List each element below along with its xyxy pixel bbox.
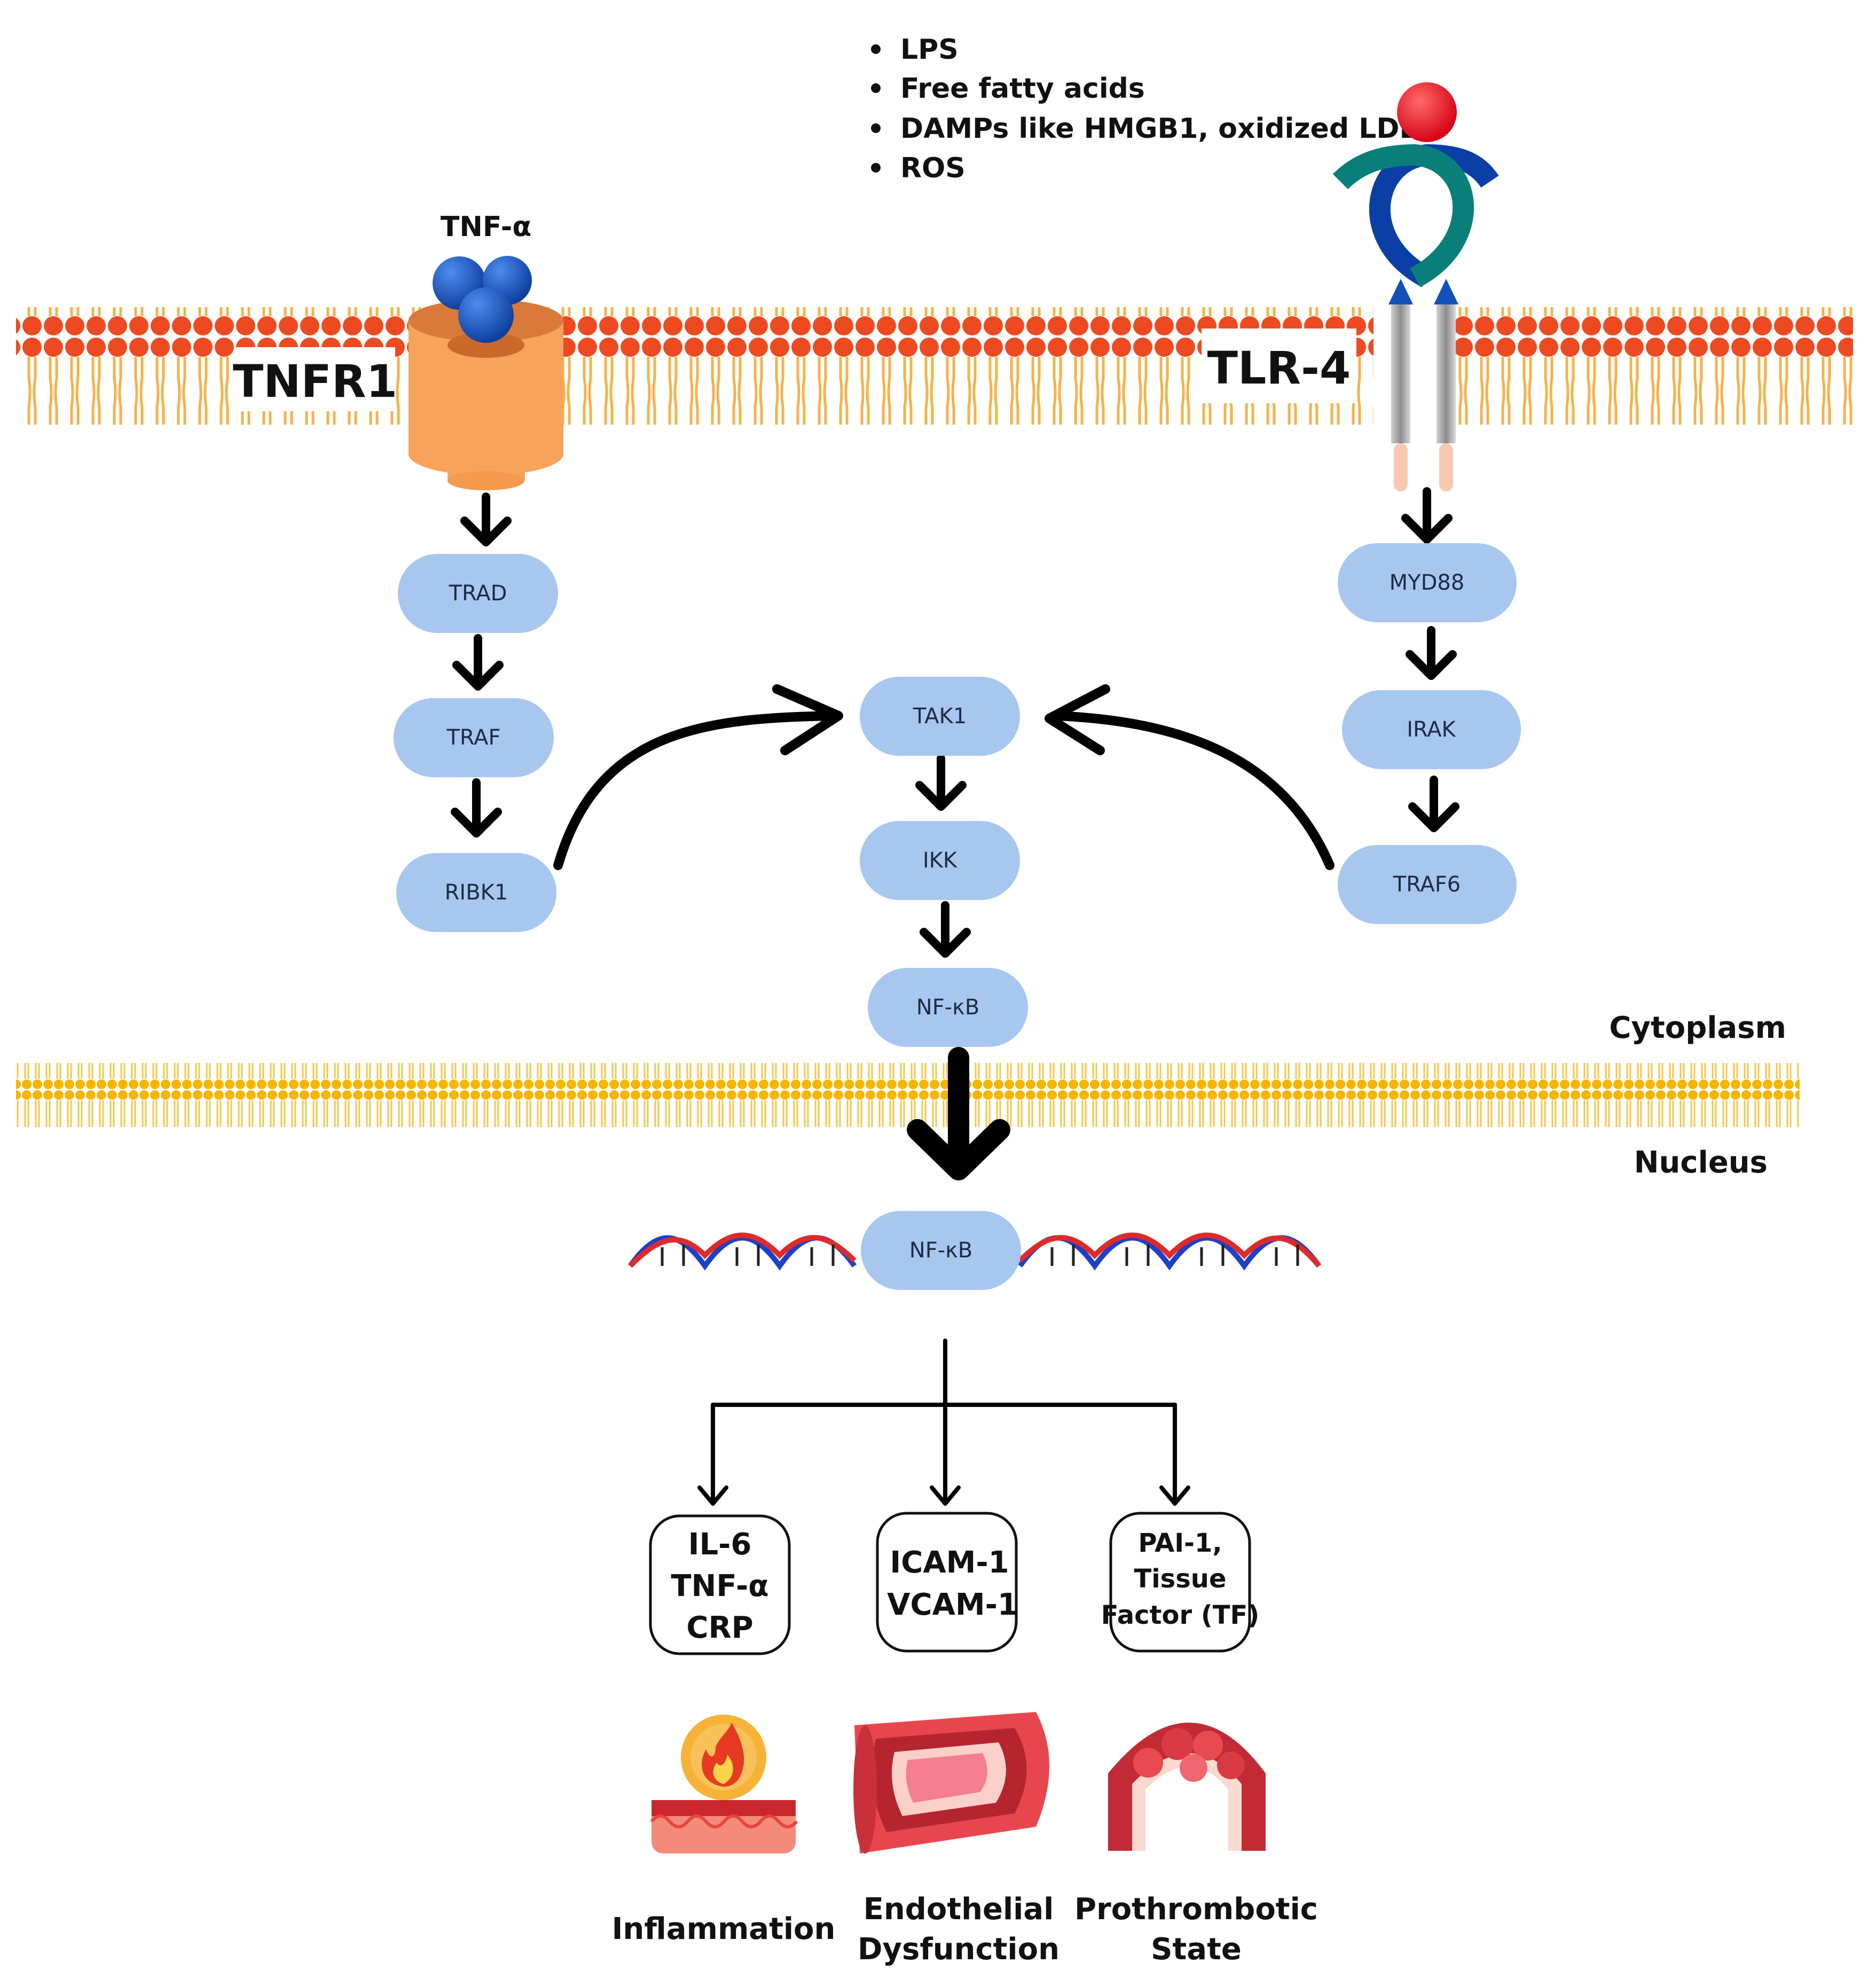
stimuli-list: LPS Free fatty acids DAMPs like HMGB1, o…: [871, 34, 1417, 184]
ribk1-label: RIBK1: [445, 880, 508, 905]
arrow-nuclear-translocation: [907, 1047, 1010, 1180]
arrow-ikk-to-nfkb: [920, 901, 971, 958]
irak-label: IRAK: [1407, 717, 1456, 742]
arrow-trad-to-traf: [452, 634, 504, 691]
tak1-label: TAK1: [913, 704, 967, 729]
pill-nfkb-cytoplasm: NF-κB: [868, 968, 1028, 1047]
gene-il6: IL-6: [688, 1527, 752, 1562]
nuclear-membrane: [16, 1063, 1800, 1127]
tnfr1-receptor: [409, 299, 563, 490]
nfkb-nucleus-label: NF-κB: [909, 1238, 972, 1263]
stimulus-free-fatty-acids: Free fatty acids: [900, 73, 1145, 105]
stimulus-ros: ROS: [900, 152, 966, 184]
branch-connector: [697, 1339, 1190, 1506]
gene-pai1: PAI-1,: [1138, 1528, 1222, 1558]
pill-traf: TRAF: [394, 698, 554, 777]
gene-tissue: Tissue: [1134, 1564, 1226, 1594]
tnf-alpha-label: TNF-α: [441, 211, 531, 243]
myd88-label: MYD88: [1390, 570, 1465, 595]
pill-myd88: MYD88: [1338, 543, 1517, 622]
arrow-ribk1-to-tak1: [553, 684, 843, 870]
gene-vcam1: VCAM-1: [887, 1587, 1018, 1622]
pill-ribk1: RIBK1: [396, 853, 556, 932]
outcome-prothrombotic: Prothrombotic: [1074, 1892, 1318, 1927]
arrow-traf6-to-tak1: [1045, 684, 1335, 870]
stimulus-lps: LPS: [900, 34, 959, 66]
arrow-tnfr1-to-trad: [460, 492, 512, 546]
tlr4-label-box: [1202, 328, 1356, 403]
bullet-icon: [871, 44, 881, 54]
arrow-tak1-to-ikk: [915, 754, 967, 811]
bullet-icon: [871, 163, 881, 173]
arrow-tlr4-to-myd88: [1401, 487, 1453, 544]
outcome-dysfunction: Dysfunction: [858, 1932, 1059, 1967]
endothelial-dysfunction-icon: [853, 1712, 1049, 1853]
ikk-label: IKK: [923, 848, 958, 873]
tnfr1-label-box: [235, 347, 395, 411]
traf-label: TRAF: [446, 725, 501, 750]
gene-tissue-factor: Factor (TF): [1101, 1600, 1260, 1630]
cytoplasm-label: Cytoplasm: [1609, 1011, 1786, 1045]
gene-tnf-alpha: TNF-α: [671, 1569, 768, 1603]
arrow-traf-to-ribk1: [451, 778, 502, 838]
bullet-icon: [871, 123, 881, 133]
target-genes-inflammatory: IL-6 TNF-α CRP: [649, 1514, 791, 1655]
prothrombotic-state-icon: [1108, 1723, 1266, 1851]
pill-nfkb-nucleus: NF-κB: [861, 1211, 1021, 1290]
tnf-alpha-trimer-icon: [433, 256, 532, 343]
target-genes-adhesion: ICAM-1 VCAM-1: [876, 1512, 1018, 1653]
pill-ikk: IKK: [860, 821, 1020, 900]
trad-label: TRAD: [449, 581, 507, 606]
tlr4-label: TLR-4: [1207, 342, 1351, 394]
nucleus-label: Nucleus: [1634, 1145, 1768, 1180]
nfkb-cytoplasm-label: NF-κB: [916, 995, 979, 1020]
pill-tak1: TAK1: [860, 677, 1020, 756]
target-genes-coagulation: PAI-1, Tissue Factor (TF): [1101, 1512, 1260, 1653]
traf6-label: TRAF6: [1393, 872, 1461, 897]
stimulus-damps: DAMPs like HMGB1, oxidized LDL: [900, 113, 1417, 145]
lps-ligand-icon: [1397, 82, 1457, 142]
arrow-myd88-to-irak: [1406, 626, 1457, 680]
gene-crp: CRP: [686, 1610, 753, 1645]
outcome-state: State: [1151, 1932, 1242, 1967]
outcome-endothelial: Endothelial: [864, 1892, 1054, 1927]
pill-trad: TRAD: [398, 554, 558, 633]
outcome-inflammation: Inflammation: [612, 1912, 836, 1946]
tlr4-receptor: [1332, 82, 1499, 491]
dna-helix-icon: [627, 1232, 1322, 1271]
bullet-icon: [871, 83, 881, 93]
pill-irak: IRAK: [1342, 690, 1521, 769]
arrow-irak-to-traf6: [1408, 776, 1459, 832]
gene-icam1: ICAM-1: [890, 1545, 1009, 1580]
inflammation-icon: [650, 1715, 798, 1853]
tnfr1-label: TNFR1: [233, 355, 397, 408]
pill-traf6: TRAF6: [1338, 845, 1517, 924]
